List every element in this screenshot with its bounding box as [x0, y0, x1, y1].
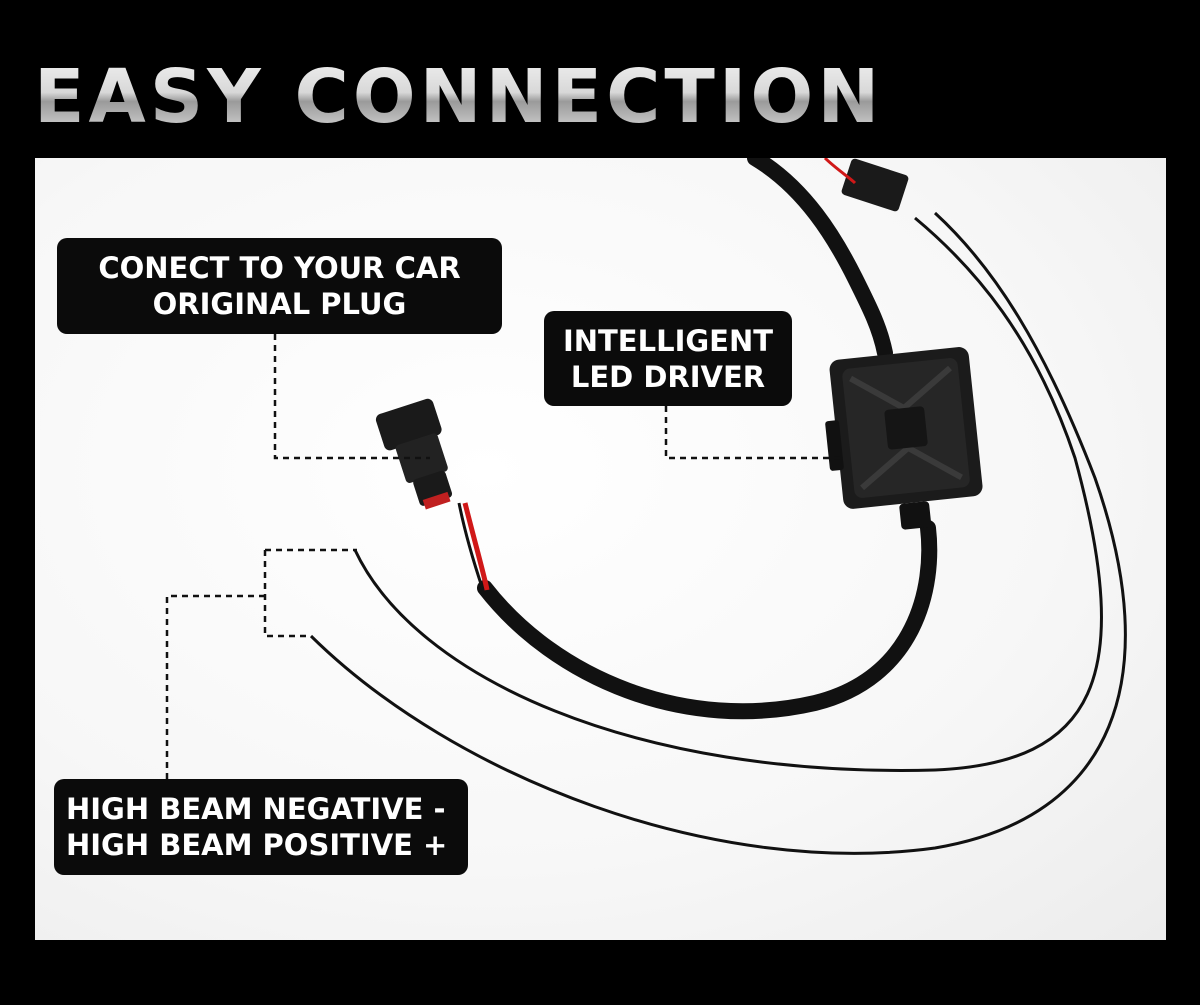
label-high-beam: HIGH BEAM NEGATIVE - HIGH BEAM POSITIVE …: [54, 779, 468, 875]
label-original-plug-line2: ORIGINAL PLUG: [152, 287, 407, 321]
label-high-beam-line2: HIGH BEAM POSITIVE +: [66, 828, 448, 862]
led-driver-box: [825, 347, 983, 530]
leader-driver: [664, 406, 840, 460]
label-led-driver-line1: INTELLIGENT: [562, 324, 774, 358]
high-beam-wire-1: [353, 216, 1103, 772]
label-high-beam-line1: HIGH BEAM NEGATIVE -: [66, 792, 446, 826]
page-title: EASY CONNECTION: [34, 54, 884, 140]
leader-beam: [165, 548, 357, 779]
red-wire: [462, 502, 490, 591]
label-original-plug: CONECT TO YOUR CAR ORIGINAL PLUG: [57, 238, 502, 334]
label-led-driver-line2: LED DRIVER: [570, 360, 766, 394]
leader-plug: [273, 334, 430, 460]
top-connector: [841, 158, 909, 212]
main-cable-top: [747, 158, 893, 361]
main-cable-bottom: [477, 520, 938, 720]
label-led-driver: INTELLIGENT LED DRIVER: [544, 311, 792, 406]
label-original-plug-line1: CONECT TO YOUR CAR: [98, 251, 461, 285]
high-beam-wire-2: [309, 211, 1127, 855]
car-plug: [375, 398, 453, 510]
wiring-illustration: [165, 158, 1127, 855]
